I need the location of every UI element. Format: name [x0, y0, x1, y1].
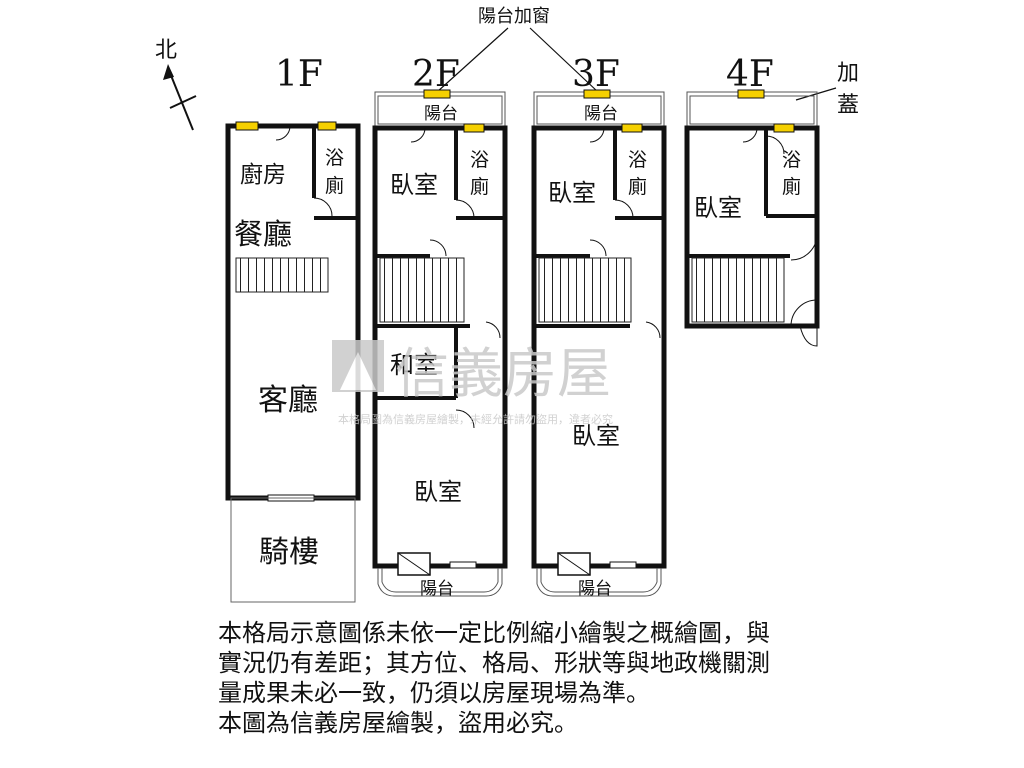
- room-label-bath-1: 浴: [325, 147, 344, 169]
- balcony-window-note: 陽台加窗: [478, 6, 550, 27]
- floor-label-2f: 2F: [412, 54, 460, 95]
- leader-line: [529, 27, 599, 93]
- room-label-bath-1: 浴: [782, 149, 801, 171]
- stairs-icon: [691, 257, 785, 323]
- disclaimer-line: 本格局示意圖係未依一定比例縮小繪製之概繪圖，與: [218, 619, 770, 647]
- room-label-dining: 餐廳: [234, 217, 292, 251]
- window-icon: [317, 121, 337, 131]
- room-label-balcony-top: 陽台: [424, 104, 458, 124]
- stairs-icon: [538, 257, 632, 323]
- room-label-balcony-top: 陽台: [584, 104, 618, 124]
- disclaimer-line: 量成果未必一致，仍須以房屋現場為準。: [218, 679, 650, 707]
- room-label-bath-2: 廁: [628, 175, 647, 198]
- room-label-bath-2: 廁: [782, 175, 801, 198]
- room-label-balcony-bottom: 陽台: [420, 579, 454, 599]
- room-label-bedroom: 臥室: [694, 194, 742, 222]
- floor-label-4f: 4F: [726, 54, 774, 95]
- brand-logo-icon: [332, 340, 384, 392]
- room-label-living: 客廳: [258, 383, 318, 418]
- leader-line: [795, 87, 837, 101]
- room-label-tatami: 和室: [390, 351, 438, 379]
- window-icon: [737, 89, 765, 99]
- disclaimer-line: 本圖為信義房屋繪製，盜用必究。: [218, 709, 578, 737]
- north-arrow-icon: 北: [155, 38, 197, 131]
- room-label-bedroom-top: 臥室: [390, 171, 438, 199]
- window-icon: [463, 123, 485, 133]
- room-label-balcony-bottom: 陽台: [578, 579, 612, 599]
- window-icon: [773, 123, 795, 133]
- room-label-bedroom-bottom: 臥室: [414, 478, 462, 506]
- stairs-icon: [379, 257, 465, 323]
- window-icon: [423, 89, 451, 99]
- watermark-brand: 信義房屋: [395, 342, 611, 405]
- floor-4f-plan: 臥室 浴 廁: [684, 89, 820, 347]
- floor-label-1f: 1F: [275, 54, 323, 95]
- addition-note-2: 蓋: [837, 93, 859, 118]
- arcade-outline: [230, 497, 356, 603]
- floor-3f-plan: 陽台 臥室 浴 廁 臥室 陽台: [531, 89, 667, 599]
- disclaimer-line: 實況仍有差距；其方位、格局、形狀等與地政機關測: [218, 649, 770, 677]
- stairs-icon: [235, 257, 329, 293]
- room-label-bath-2: 廁: [325, 174, 344, 197]
- floor-1f-plan: 廚房 浴 廁 餐廳 客廳 騎樓: [225, 121, 361, 603]
- room-label-bath-1: 浴: [628, 149, 647, 171]
- room-label-bedroom-top: 臥室: [548, 179, 596, 207]
- room-label-bath-2: 廁: [470, 175, 489, 198]
- room-label-bath-1: 浴: [470, 149, 489, 171]
- watermark: 信義房屋 本格局圖為信義房屋繪製，未經允許請勿盜用，違者必究: [332, 340, 613, 426]
- addition-note-1: 加: [837, 61, 859, 86]
- room-label-kitchen: 廚房: [240, 162, 286, 188]
- window-icon: [621, 123, 643, 133]
- watermark-fine-print: 本格局圖為信義房屋繪製，未經允許請勿盜用，違者必究: [338, 412, 613, 426]
- north-label: 北: [155, 38, 177, 63]
- disclaimer: 本格局示意圖係未依一定比例縮小繪製之概繪圖，與 實況仍有差距；其方位、格局、形狀…: [218, 618, 898, 738]
- room-label-bedroom-bottom: 臥室: [572, 422, 620, 450]
- window-icon: [235, 121, 259, 131]
- room-label-arcade: 騎樓: [259, 535, 319, 570]
- leader-line: [436, 27, 509, 93]
- window-icon: [583, 89, 611, 99]
